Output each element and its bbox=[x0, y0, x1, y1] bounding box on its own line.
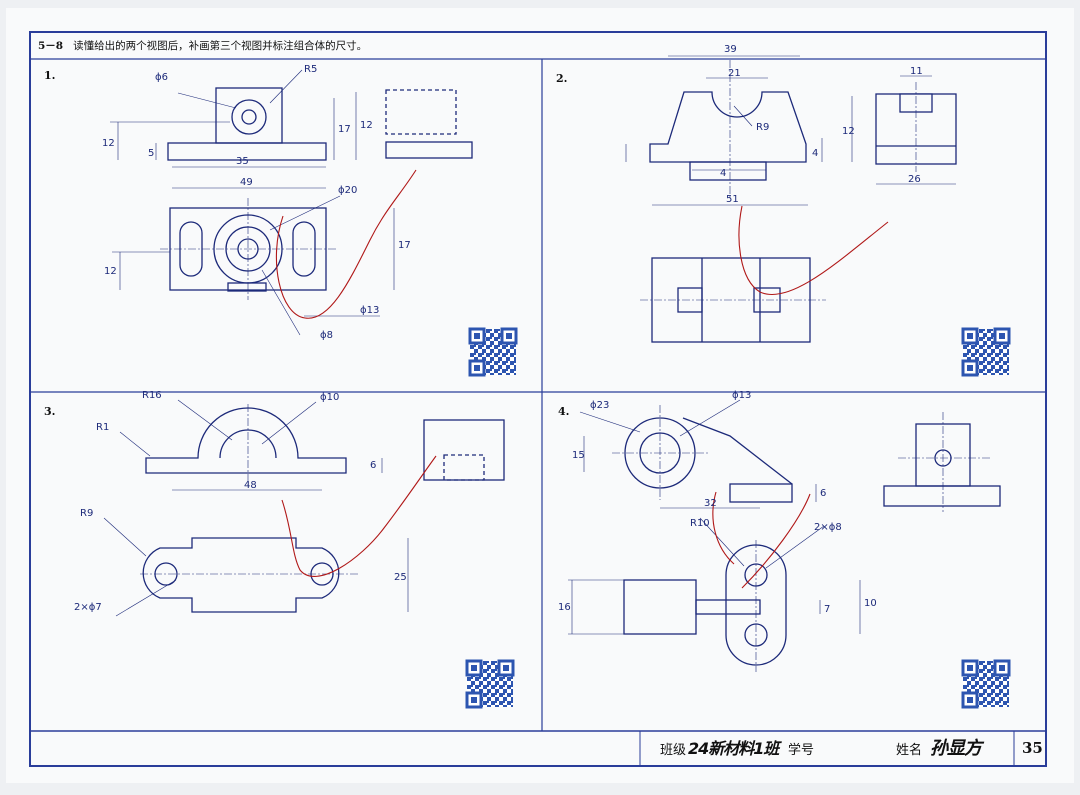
problem-4-red-annotation bbox=[712, 491, 811, 589]
exercise-instruction: 读懂给出的两个视图后，补画第三个视图并标注组合体的尺寸。 bbox=[73, 40, 368, 52]
frame bbox=[29, 31, 1047, 767]
dim-label: 16 bbox=[558, 602, 571, 613]
dim-label: 32 bbox=[704, 498, 717, 509]
student-id-label: 学号 bbox=[788, 743, 815, 758]
dim-label: ϕ10 bbox=[320, 392, 339, 403]
problem-2-dimension-lines bbox=[625, 55, 956, 301]
dim-label: 15 bbox=[572, 450, 585, 461]
name-label: 姓名 bbox=[896, 743, 923, 758]
dim-label: 49 bbox=[240, 177, 253, 188]
problem-label: 4. bbox=[558, 405, 570, 418]
dim-label: R10 bbox=[690, 518, 710, 529]
dim-label: 17 bbox=[398, 240, 411, 251]
dim-label: 2×ϕ7 bbox=[74, 602, 102, 613]
exercise-code: 5－8 bbox=[38, 40, 64, 52]
dim-label: 4 bbox=[720, 168, 726, 179]
dim-label: 6 bbox=[820, 488, 826, 499]
dim-label: 12 bbox=[842, 126, 855, 137]
dim-label: 12 bbox=[102, 138, 115, 149]
dim-label: R9 bbox=[80, 508, 93, 519]
problem-1-red-annotation bbox=[275, 169, 417, 319]
dim-label: 10 bbox=[864, 598, 877, 609]
footer-bar: 班级 24新材料1班 学号 姓名 孙显方 35 bbox=[40, 733, 1043, 763]
dim-label: 17 bbox=[338, 124, 351, 135]
dim-label: 25 bbox=[394, 572, 407, 583]
dim-label: R9 bbox=[756, 122, 769, 133]
dim-label: 2×ϕ8 bbox=[814, 522, 842, 533]
dim-label: 26 bbox=[908, 174, 921, 185]
dim-label: 12 bbox=[360, 120, 373, 131]
name-value: 孙显方 bbox=[930, 738, 982, 759]
dim-label: R16 bbox=[142, 390, 162, 401]
problem-2-red-annotation bbox=[738, 205, 889, 295]
dim-label: R1 bbox=[96, 422, 109, 433]
dim-label: ϕ6 bbox=[155, 72, 168, 83]
qr-code-icon bbox=[465, 659, 515, 709]
dim-label: 21 bbox=[728, 68, 741, 79]
qr-code-icon bbox=[961, 327, 1011, 377]
dim-label: ϕ8 bbox=[320, 330, 333, 341]
dim-label: 12 bbox=[104, 266, 117, 277]
qr-code-icon bbox=[961, 659, 1011, 709]
class-label: 班级 bbox=[660, 743, 687, 758]
dim-label: 7 bbox=[824, 604, 830, 615]
problem-label: 2. bbox=[556, 72, 568, 85]
problem-4-drawing bbox=[623, 417, 1001, 666]
problem-4-dimension-lines bbox=[568, 399, 990, 672]
dim-label: 51 bbox=[726, 194, 739, 205]
dim-label: ϕ13 bbox=[732, 390, 751, 401]
qr-code-icon bbox=[468, 327, 518, 377]
problem-label: 1. bbox=[44, 69, 56, 82]
dim-label: ϕ20 bbox=[338, 185, 357, 196]
dim-label: 48 bbox=[244, 480, 257, 491]
dimension-labels: ϕ6 R5 12 5 17 12 35 49 ϕ20 12 17 ϕ13 ϕ8 … bbox=[74, 44, 923, 615]
dim-label: 35 bbox=[236, 156, 249, 167]
problem-3-drawing bbox=[142, 407, 505, 613]
problem-3-dimension-lines bbox=[103, 399, 409, 617]
dim-label: 5 bbox=[148, 148, 154, 159]
dim-label: 39 bbox=[724, 44, 737, 55]
dim-label: 4 bbox=[812, 148, 818, 159]
dim-label: 11 bbox=[910, 66, 923, 77]
dim-label: 6 bbox=[370, 460, 376, 471]
exercise-header: 5－8 读懂给出的两个视图后，补画第三个视图并标注组合体的尺寸。 bbox=[38, 38, 367, 53]
page-number: 35 bbox=[1022, 739, 1043, 757]
dim-label: ϕ23 bbox=[590, 400, 609, 411]
dim-label: ϕ13 bbox=[360, 305, 379, 316]
class-value: 24新材料1班 bbox=[688, 739, 779, 758]
problem-3-red-annotation bbox=[281, 455, 437, 577]
paper bbox=[6, 8, 1074, 783]
dim-label: R5 bbox=[304, 64, 317, 75]
problem-label: 3. bbox=[44, 405, 56, 418]
problem-1-dimension-lines bbox=[110, 69, 395, 336]
